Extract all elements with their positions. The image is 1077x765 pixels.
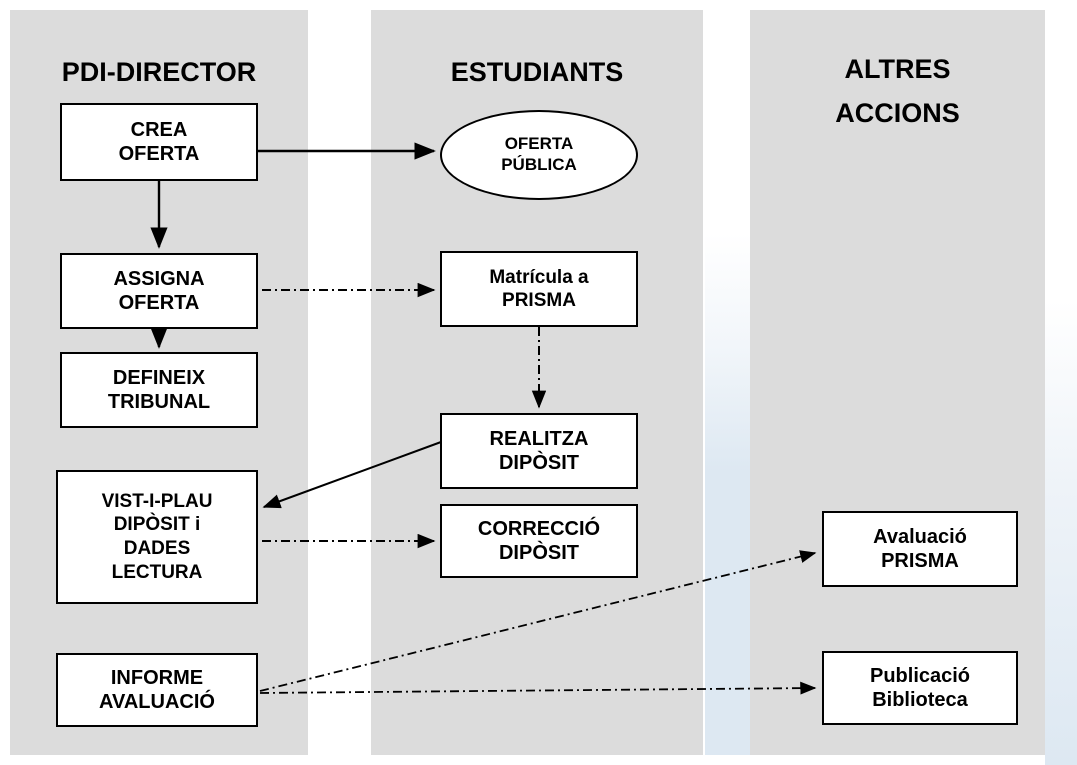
node-oferta-publica[interactable]: OFERTA PÚBLICA <box>440 110 638 200</box>
node-vist-i-plau[interactable]: VIST-I-PLAU DIPÒSIT i DADES LECTURA <box>56 470 258 604</box>
node-defineix-tribunal[interactable]: DEFINEIX TRIBUNAL <box>60 352 258 428</box>
node-matricula-prisma[interactable]: Matrícula a PRISMA <box>440 251 638 327</box>
node-avaluacio-prisma[interactable]: Avaluació PRISMA <box>822 511 1018 587</box>
lane-title-estudiants: ESTUDIANTS <box>450 57 624 87</box>
node-correccio-diposit[interactable]: CORRECCIÓ DIPÒSIT <box>440 504 638 578</box>
lane-title-altres-line1: ALTRES <box>844 54 951 84</box>
lane-title-pdi: PDI-DIRECTOR <box>61 57 257 87</box>
node-informe-avaluacio[interactable]: INFORME AVALUACIÓ <box>56 653 258 727</box>
node-realitza-diposit[interactable]: REALITZA DIPÒSIT <box>440 413 638 489</box>
background-gradient-right <box>1045 300 1077 765</box>
node-assigna-oferta[interactable]: ASSIGNA OFERTA <box>60 253 258 329</box>
node-publicacio-biblioteca[interactable]: Publicació Biblioteca <box>822 651 1018 725</box>
lane-title-altres-line2: ACCIONS <box>835 98 960 128</box>
background-gradient-center <box>705 10 750 755</box>
node-crea-oferta[interactable]: CREA OFERTA <box>60 103 258 181</box>
